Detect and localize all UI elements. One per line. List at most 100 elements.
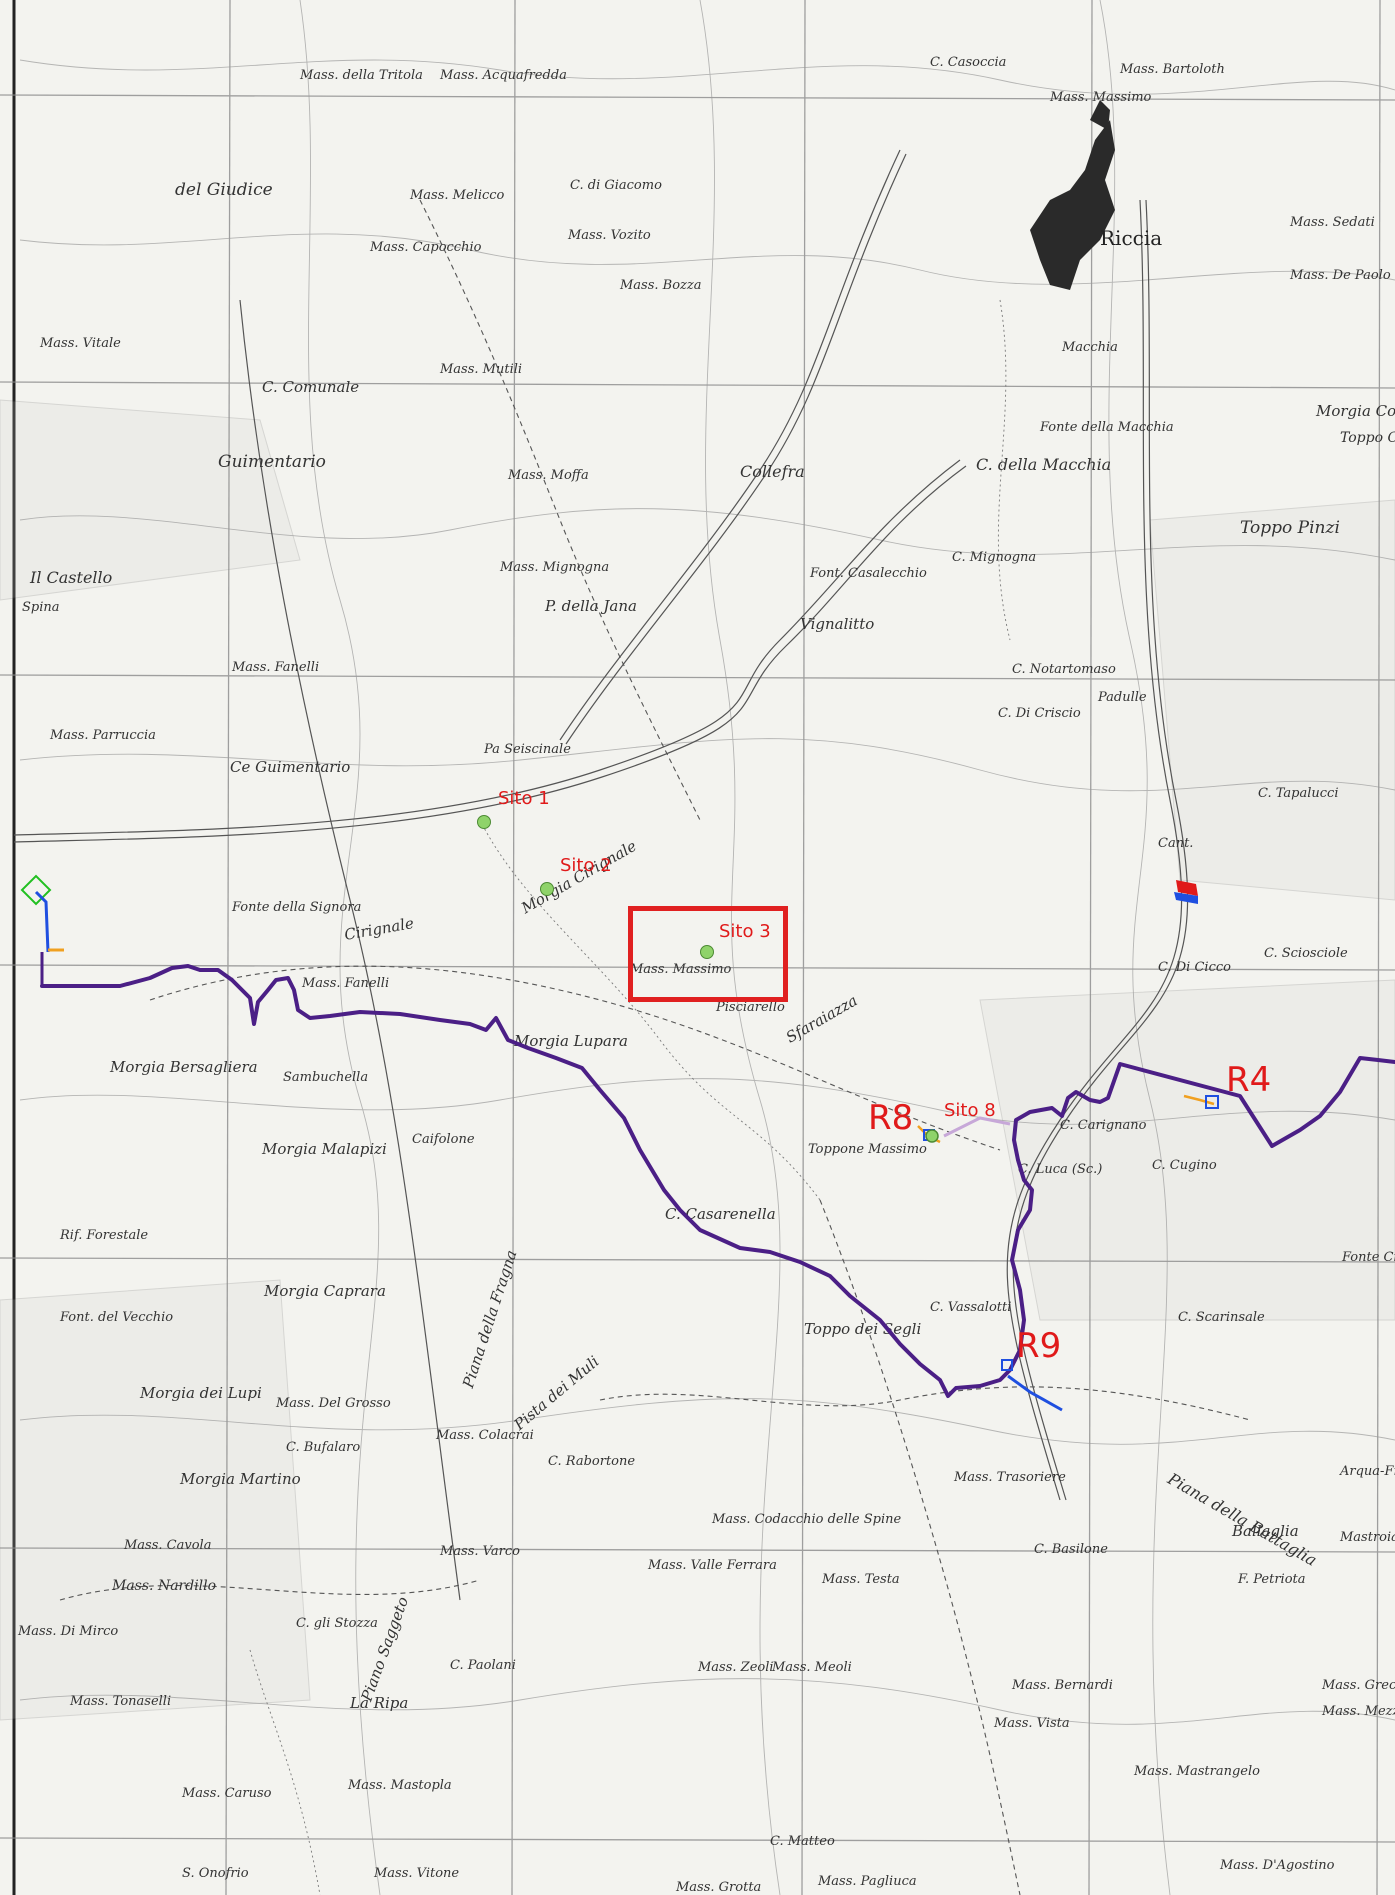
place-name: Mass. Meoli	[772, 1660, 852, 1675]
place-name: Mass. della Tritola	[300, 68, 423, 83]
place-name: Ballaglia	[1232, 1522, 1299, 1540]
place-name: Mass. Acquafredda	[440, 68, 567, 83]
place-name: C. Matteo	[770, 1834, 835, 1849]
site-2-label: Sito 2	[560, 855, 612, 876]
place-name: Mass. De Paolo	[1290, 268, 1391, 283]
place-name: Mass. Massimo	[630, 962, 732, 977]
place-name: Macchia	[1062, 340, 1118, 355]
cable-route[interactable]	[40, 964, 1395, 1398]
site-8-branch	[943, 1116, 1011, 1138]
place-name: Caifolone	[412, 1132, 475, 1147]
place-name: Rif. Forestale	[60, 1228, 149, 1243]
place-name: Mass. Colacrai	[436, 1428, 534, 1443]
place-name: Mass. Codacchio delle Spine	[712, 1512, 902, 1527]
place-name: Mass. Cavola	[124, 1538, 212, 1553]
place-name: F. Petriota	[1238, 1572, 1306, 1587]
place-name: Mass. Moffa	[508, 468, 589, 483]
substation-blue-icon	[1174, 892, 1198, 904]
place-name: C. di Giacomo	[570, 178, 662, 193]
place-name: C. Di Cicco	[1158, 960, 1231, 975]
place-name: Mass. Di Mirco	[18, 1624, 119, 1639]
place-name: Fonte della Signora	[232, 900, 362, 915]
receptor-r9-label: R9	[1016, 1326, 1062, 1366]
place-name: del Giudice	[175, 180, 273, 200]
place-name: C. Tapalucci	[1258, 786, 1339, 801]
site-8-label: Sito 8	[944, 1100, 996, 1121]
place-name: Font. Casalecchio	[810, 566, 927, 581]
place-name: Fonte della Macchia	[1040, 420, 1174, 435]
place-name: C. Notartomaso	[1012, 662, 1116, 677]
place-name: C. Di Criscio	[998, 706, 1081, 721]
place-name: Morgia Caprara	[264, 1282, 386, 1300]
site-3-dot[interactable]	[700, 945, 714, 959]
place-name: C. Paolani	[450, 1658, 516, 1673]
place-name: Mass. Mutili	[440, 362, 523, 377]
place-name: Collefra	[740, 462, 805, 481]
place-name: Mass. Valle Ferrara	[648, 1558, 777, 1573]
place-name: Mass. Pagliuca	[818, 1874, 917, 1889]
place-name: Mass. Mezzo	[1322, 1704, 1395, 1719]
place-name: Mass. Fanelli	[232, 660, 320, 675]
place-name: Morgia Bersagliera	[110, 1058, 258, 1076]
site-8-dot[interactable]	[925, 1129, 939, 1143]
receptor-r8-label: R8	[868, 1098, 914, 1138]
place-name: Mass. D'Agostino	[1220, 1858, 1335, 1873]
place-name: Mass. Nardillo	[112, 1578, 217, 1594]
receptor-r4-label: R4	[1226, 1060, 1272, 1100]
place-name: S. Onofrio	[182, 1866, 249, 1881]
place-name: Mass. Greco	[1322, 1678, 1395, 1693]
west-end-diamond-icon	[20, 874, 52, 906]
place-name: Ce Guimentario	[230, 758, 351, 776]
place-name: Mass. Bozza	[620, 278, 702, 293]
r4-connection	[1183, 1094, 1215, 1106]
place-name: Mass. Grotta	[676, 1880, 762, 1895]
place-name: C. Sciosciole	[1264, 946, 1348, 961]
place-name: Padulle	[1098, 690, 1147, 705]
place-name: Mass. Del Grosso	[276, 1396, 391, 1411]
place-name: Mass. Bartoloth	[1120, 62, 1225, 77]
r9-connection	[1007, 1374, 1063, 1412]
site-2-dot[interactable]	[540, 882, 554, 896]
place-name: Toppo C	[1340, 430, 1395, 446]
place-name: Mass. Trasoriere	[954, 1470, 1066, 1485]
place-name: Mass. Mignogna	[500, 560, 610, 575]
place-name: P. della Jana	[545, 597, 637, 615]
place-name: Spina	[22, 600, 60, 615]
place-name: Mastroia	[1340, 1530, 1395, 1545]
place-name: C. Cugino	[1152, 1158, 1217, 1173]
place-name: Mass. Massimo	[1050, 90, 1152, 105]
place-name: Mass. Vozito	[568, 228, 651, 243]
place-name: Mass. Vista	[994, 1716, 1070, 1731]
place-name: Pa Seiscinale	[484, 742, 571, 757]
place-name: Mass. Capocchio	[370, 240, 482, 255]
place-name: Toppo Pinzi	[1240, 518, 1340, 538]
place-name: Font. del Vecchio	[60, 1310, 174, 1325]
substation-red-icon	[1176, 880, 1198, 896]
place-name: C. Luca (Sc.)	[1018, 1162, 1103, 1177]
place-name: Pisciarello	[716, 1000, 785, 1015]
site-1-label: Sito 1	[498, 788, 550, 809]
place-name: Sambuchella	[283, 1070, 369, 1085]
place-name: Mass. Sedati	[1290, 215, 1375, 230]
place-name: Mass. Caruso	[182, 1786, 272, 1801]
site-3-focus-box[interactable]	[628, 906, 788, 1002]
r9-square-icon	[1001, 1359, 1013, 1371]
place-name: Mass. Bernardi	[1012, 1678, 1113, 1693]
place-name: Arqua-Fr	[1340, 1464, 1395, 1479]
place-name: Mass. Testa	[822, 1572, 900, 1587]
place-name: C. Comunale	[262, 378, 360, 396]
r4-square-icon	[1205, 1095, 1219, 1109]
place-name: Mass. Mastopla	[348, 1778, 452, 1793]
place-name: Mass. Varco	[440, 1544, 520, 1559]
place-name: C. Bufalaro	[286, 1440, 361, 1455]
place-name: Morgia Martino	[180, 1470, 301, 1488]
place-name: C. Rabortone	[548, 1454, 636, 1469]
place-name: C. Mignogna	[952, 550, 1037, 565]
place-name: Mass. Fanelli	[302, 976, 390, 991]
place-name: Morgia dei Lupi	[140, 1384, 262, 1402]
place-name: Mass. Vitone	[374, 1866, 460, 1881]
site-1-dot[interactable]	[477, 815, 491, 829]
place-name: Cant.	[1158, 836, 1194, 851]
